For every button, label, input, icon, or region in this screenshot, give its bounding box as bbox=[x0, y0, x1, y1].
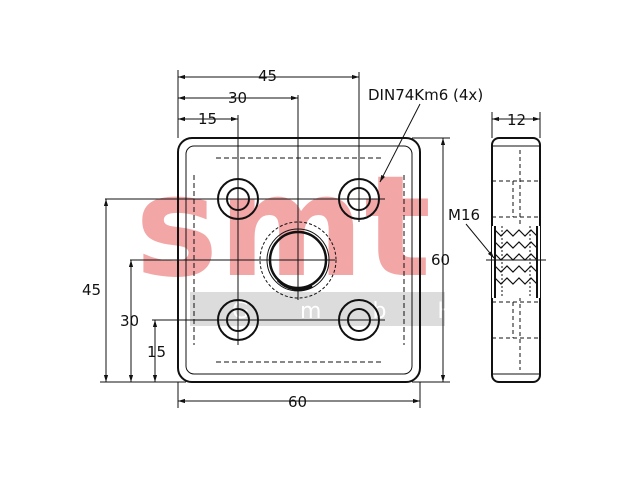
front-view bbox=[105, 72, 421, 383]
dim-top-hole: 15 bbox=[198, 110, 217, 128]
thread-callout: M16 bbox=[448, 206, 480, 224]
left-dimensions bbox=[100, 199, 186, 383]
dim-left-center: 30 bbox=[120, 312, 139, 330]
dim-top-overall: 45 bbox=[258, 67, 277, 85]
side-thickness-dimension bbox=[491, 112, 541, 138]
side-view bbox=[486, 137, 546, 383]
side-hidden-lines bbox=[492, 150, 540, 370]
bottom-dimension bbox=[177, 382, 421, 408]
dim-right-height: 60 bbox=[431, 251, 450, 269]
dim-left-overall: 45 bbox=[82, 281, 101, 299]
dim-top-center: 30 bbox=[228, 89, 247, 107]
side-thread bbox=[492, 226, 540, 298]
dim-side-thickness: 12 bbox=[507, 111, 526, 129]
callout-leader bbox=[379, 103, 421, 183]
dim-left-hole: 15 bbox=[147, 343, 166, 361]
dim-bottom-overall: 60 bbox=[288, 393, 307, 411]
watermark-logo: smt bbox=[135, 146, 431, 309]
center-lines bbox=[105, 72, 385, 345]
thread-leader bbox=[465, 223, 495, 259]
top-dimensions bbox=[177, 70, 359, 138]
watermark: smt G m b H bbox=[135, 146, 454, 326]
hole-callout: DIN74Km6 (4x) bbox=[368, 86, 483, 104]
right-dimension bbox=[412, 137, 450, 383]
